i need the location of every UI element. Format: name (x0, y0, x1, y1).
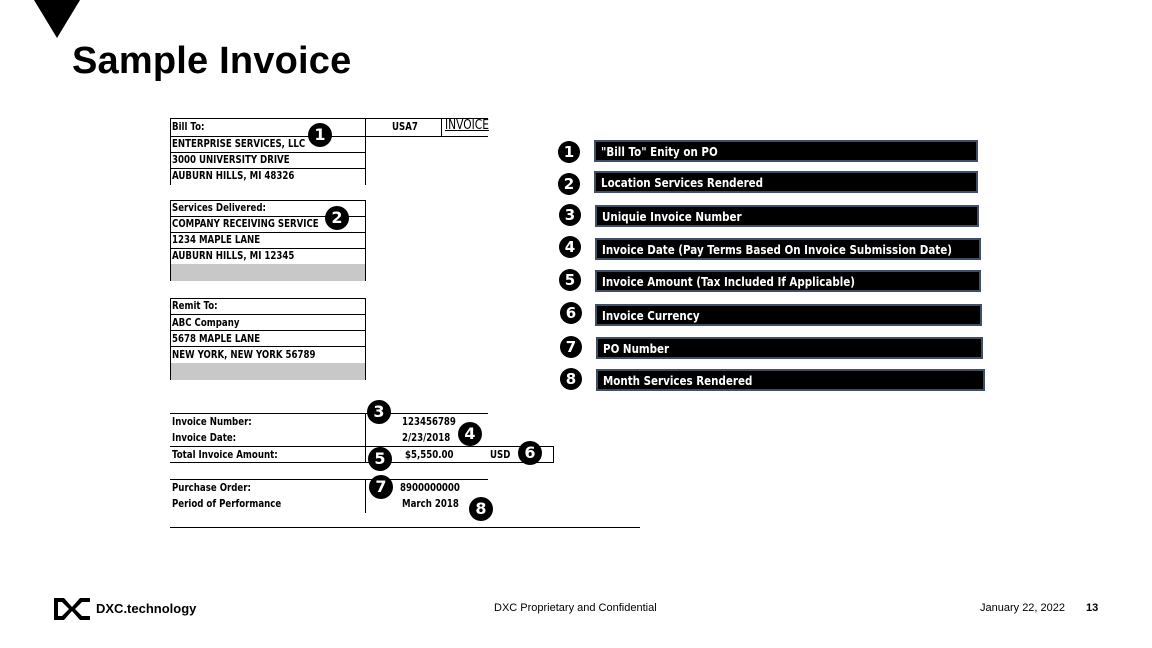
rule (170, 346, 366, 347)
rule (553, 446, 554, 462)
legend-number: 5 (559, 269, 581, 291)
footer-date: January 22, 2022 (980, 602, 1066, 614)
rule (365, 118, 366, 136)
total-amount-label: Total Invoice Amount: (172, 449, 278, 461)
shaded-row (170, 264, 366, 281)
badge-2: 2 (325, 206, 349, 230)
page-number: 13 (1086, 602, 1099, 614)
legend-item: "Bill To" Enity on PO (594, 140, 978, 162)
invoice-date-label: Invoice Date: (172, 432, 237, 444)
rule (365, 200, 366, 281)
bill-to-line: ENTERPRISE SERVICES, LLC (172, 138, 306, 150)
remit-line: ABC Company (172, 317, 240, 329)
badge-8: 8 (469, 497, 493, 521)
legend-item: Invoice Date (Pay Terms Based On Invoice… (595, 238, 981, 260)
invoice-heading: INVOICE (445, 118, 489, 133)
po-label: Purchase Order: (172, 482, 251, 494)
rule (170, 216, 366, 217)
badge-5: 5 (368, 447, 392, 471)
currency-value: USD (490, 449, 511, 461)
legend-text: Invoice Currency (602, 309, 700, 323)
rule (365, 136, 366, 185)
corner-triangle-decoration (34, 0, 80, 38)
rule (365, 413, 366, 463)
rule (170, 168, 366, 169)
rule (170, 314, 366, 315)
legend-number: 6 (560, 302, 582, 324)
confidential-notice: DXC Proprietary and Confidential (494, 602, 657, 614)
period-value: March 2018 (402, 498, 459, 510)
rule (170, 446, 554, 447)
rule (365, 479, 366, 513)
rule (170, 479, 488, 480)
legend-text: "Bill To" Enity on PO (601, 145, 718, 159)
bill-to-label: Bill To: (172, 121, 205, 133)
rule (170, 152, 366, 153)
rule (170, 462, 554, 463)
rule (170, 413, 488, 414)
legend-item: PO Number (596, 337, 983, 359)
rule (170, 248, 366, 249)
rule (170, 527, 640, 528)
services-delivered-label: Services Delivered: (172, 202, 266, 214)
legend-number: 3 (559, 204, 581, 226)
badge-7: 7 (369, 475, 393, 499)
badge-1: 1 (308, 123, 332, 147)
legend-item: Month Services Rendered (596, 369, 985, 391)
rule (170, 200, 366, 201)
services-line: AUBURN HILLS, MI 12345 (172, 250, 295, 262)
period-label: Period of Performance (172, 498, 282, 510)
rule (441, 118, 442, 136)
legend-text: Uniquie Invoice Number (602, 210, 742, 224)
legend-number: 8 (560, 368, 582, 390)
invoice-number-label: Invoice Number: (172, 416, 252, 428)
dxc-logo-icon (54, 598, 90, 620)
legend-text: PO Number (603, 342, 670, 356)
rule (170, 330, 366, 331)
badge-6: 6 (518, 441, 542, 465)
invoice-code: USA7 (392, 121, 418, 133)
bill-to-line: 3000 UNIVERSITY DRIVE (172, 154, 290, 166)
legend-text: Invoice Amount (Tax Included If Applicab… (602, 275, 855, 289)
rule (170, 200, 171, 281)
legend-number: 1 (558, 141, 580, 163)
legend-item: Invoice Amount (Tax Included If Applicab… (595, 270, 981, 292)
badge-4: 4 (458, 422, 482, 446)
slide-title: Sample Invoice (72, 40, 352, 82)
rule (170, 298, 366, 299)
remit-line: 5678 MAPLE LANE (172, 333, 261, 345)
legend-number: 4 (559, 236, 581, 258)
services-line: COMPANY RECEIVING SERVICE (172, 218, 319, 230)
po-number-value: 8900000000 (400, 482, 460, 494)
rule (170, 232, 366, 233)
shaded-row (170, 363, 366, 380)
rule (170, 118, 171, 185)
rule (170, 298, 171, 380)
services-line: 1234 MAPLE LANE (172, 234, 261, 246)
legend-text: Month Services Rendered (603, 374, 753, 388)
total-amount-value: $5,550.00 (405, 449, 454, 461)
legend-text: Location Services Rendered (601, 176, 764, 190)
legend-item: Location Services Rendered (594, 171, 978, 193)
legend-text: Invoice Date (Pay Terms Based On Invoice… (602, 243, 952, 257)
legend-item: Invoice Currency (595, 304, 982, 326)
badge-3: 3 (367, 400, 391, 424)
rule (170, 118, 488, 119)
invoice-number-value: 123456789 (402, 416, 456, 428)
legend-number: 2 (558, 173, 580, 195)
legend-number: 7 (560, 336, 582, 358)
rule (365, 298, 366, 380)
remit-to-label: Remit To: (172, 300, 218, 312)
remit-line: NEW YORK, NEW YORK 56789 (172, 349, 316, 361)
legend-item: Uniquie Invoice Number (595, 205, 979, 227)
bill-to-line: AUBURN HILLS, MI 48326 (172, 170, 295, 182)
logo-text: DXC.technology (96, 601, 197, 616)
invoice-date-value: 2/23/2018 (402, 432, 451, 444)
